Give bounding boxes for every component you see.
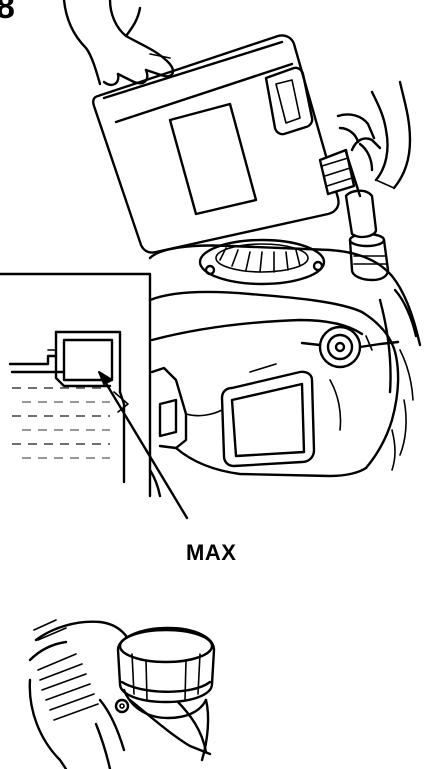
fuel-cap-icon xyxy=(28,619,216,769)
engine-icon xyxy=(148,232,422,498)
fuel-can-icon xyxy=(92,34,382,254)
arrow-icon xyxy=(98,371,189,520)
tank-level-inset xyxy=(0,272,152,498)
hands-icon xyxy=(62,0,412,190)
step-number: 8 xyxy=(0,0,15,26)
max-label: MAX xyxy=(186,540,236,565)
